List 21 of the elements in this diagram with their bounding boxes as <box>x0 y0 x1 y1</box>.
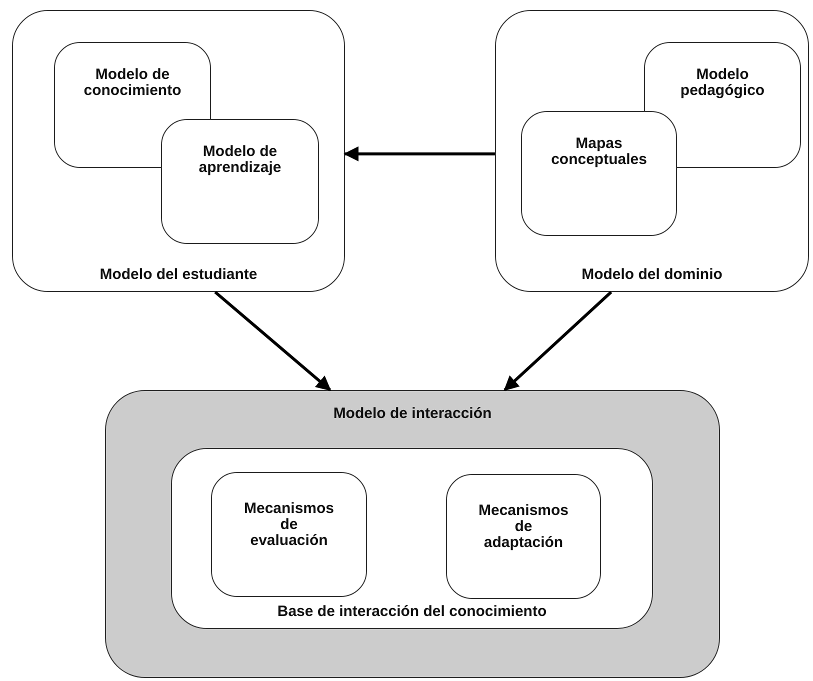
rounded-box <box>446 474 601 599</box>
rounded-box <box>171 448 653 629</box>
rounded-box <box>521 111 677 236</box>
box-label: Modelo de interacción <box>333 406 492 422</box>
arrow <box>504 290 612 392</box>
box-label: Modelo del dominio <box>582 267 722 283</box>
rounded-box <box>161 119 319 244</box>
rounded-box <box>211 472 367 597</box>
box-label: Mapas conceptuales <box>550 136 648 168</box>
rounded-box <box>12 10 345 292</box>
box-label: Mecanismos de adaptación <box>478 503 569 551</box>
arrow <box>214 290 332 392</box>
box-label: Modelo de conocimiento <box>82 67 182 99</box>
rounded-box <box>495 10 809 292</box>
arrow <box>344 146 495 162</box>
box-label: Base de interacción del conocimiento <box>277 604 547 620</box>
box-label: Modelo del estudiante <box>100 267 258 283</box>
container-box <box>105 390 720 678</box>
box-label: Modelo pedagógico <box>679 67 766 99</box>
box-label: Mecanismos de evaluación <box>244 501 334 549</box>
box-label: Modelo de aprendizaje <box>198 144 282 176</box>
